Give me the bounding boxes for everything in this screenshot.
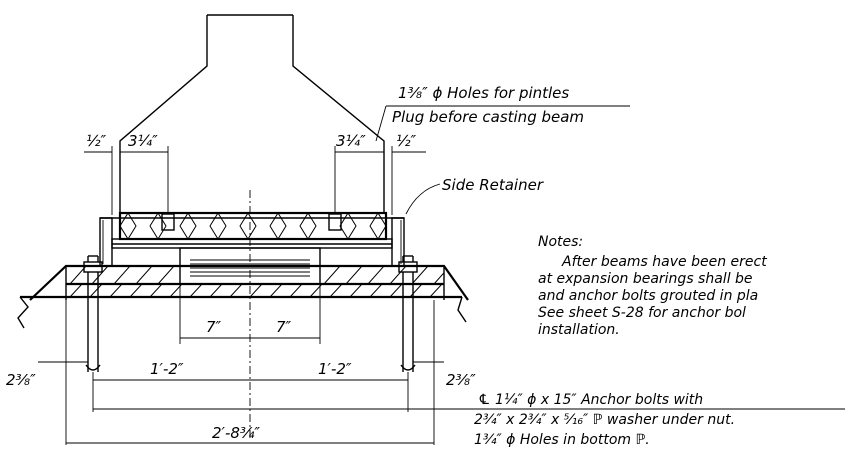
dim-half-right: ½″	[396, 132, 417, 150]
side-retainer-label: Side Retainer	[442, 176, 544, 194]
dim-overall: 2′-8³⁄₄″	[212, 424, 260, 442]
plug-before-casting-label: Plug before casting beam	[392, 108, 584, 126]
notes-line-5: installation.	[538, 322, 620, 338]
dim-1-2-left: 1′-2″	[150, 360, 184, 378]
intermediate-plate	[111, 238, 393, 249]
anchor-bolt-right	[398, 255, 418, 372]
notes-line-1: After beams have been erect	[561, 254, 767, 270]
masonry-plate	[17, 264, 469, 329]
pintle-right	[328, 213, 342, 231]
anchor-bolts-label: ℄ 1¼″ ϕ x 15″ Anchor bolts with	[478, 392, 703, 408]
notes-line-2: at expansion bearings shall be	[538, 271, 753, 287]
notes-line-4: See sheet S-28 for anchor bol	[538, 305, 746, 321]
dim-7-right: 7″	[276, 318, 292, 336]
beam-outline	[119, 14, 385, 213]
holes-for-pintles-label: 1³⁄₈″ ϕ Holes for pintles	[398, 84, 569, 102]
holes-bottom-plate-label: 1³⁄₄″ ϕ Holes in bottom ℙ.	[474, 432, 650, 448]
anchor-bolt-left	[83, 255, 103, 372]
top-dimensions	[84, 141, 426, 215]
dim-half-left: ½″	[86, 132, 107, 150]
dim-1-2-right: 1′-2″	[318, 360, 352, 378]
notes-line-3: and anchor bolts grouted in pla	[538, 288, 758, 304]
dim-three-quarter-left: 3¼″	[128, 132, 158, 150]
notes-heading: Notes:	[538, 234, 583, 250]
top-plate	[118, 211, 388, 241]
dim-7-left: 7″	[206, 318, 222, 336]
side-retainer-right	[391, 217, 405, 266]
edge-distance-dims	[38, 300, 444, 445]
notes-block: Notes: After beams have been erect at ex…	[538, 234, 767, 338]
washer-label: 2³⁄₄″ x 2³⁄₄″ x ⁵⁄₁₆″ ℙ washer under nut…	[474, 412, 735, 428]
seven-inch-dims	[179, 284, 321, 344]
side-retainer-left	[99, 217, 113, 266]
dim-238-left: 2³⁄₈″	[6, 371, 36, 389]
dim-three-quarter-right: 3¼″	[336, 132, 366, 150]
dim-238-right: 2³⁄₈″	[446, 371, 476, 389]
